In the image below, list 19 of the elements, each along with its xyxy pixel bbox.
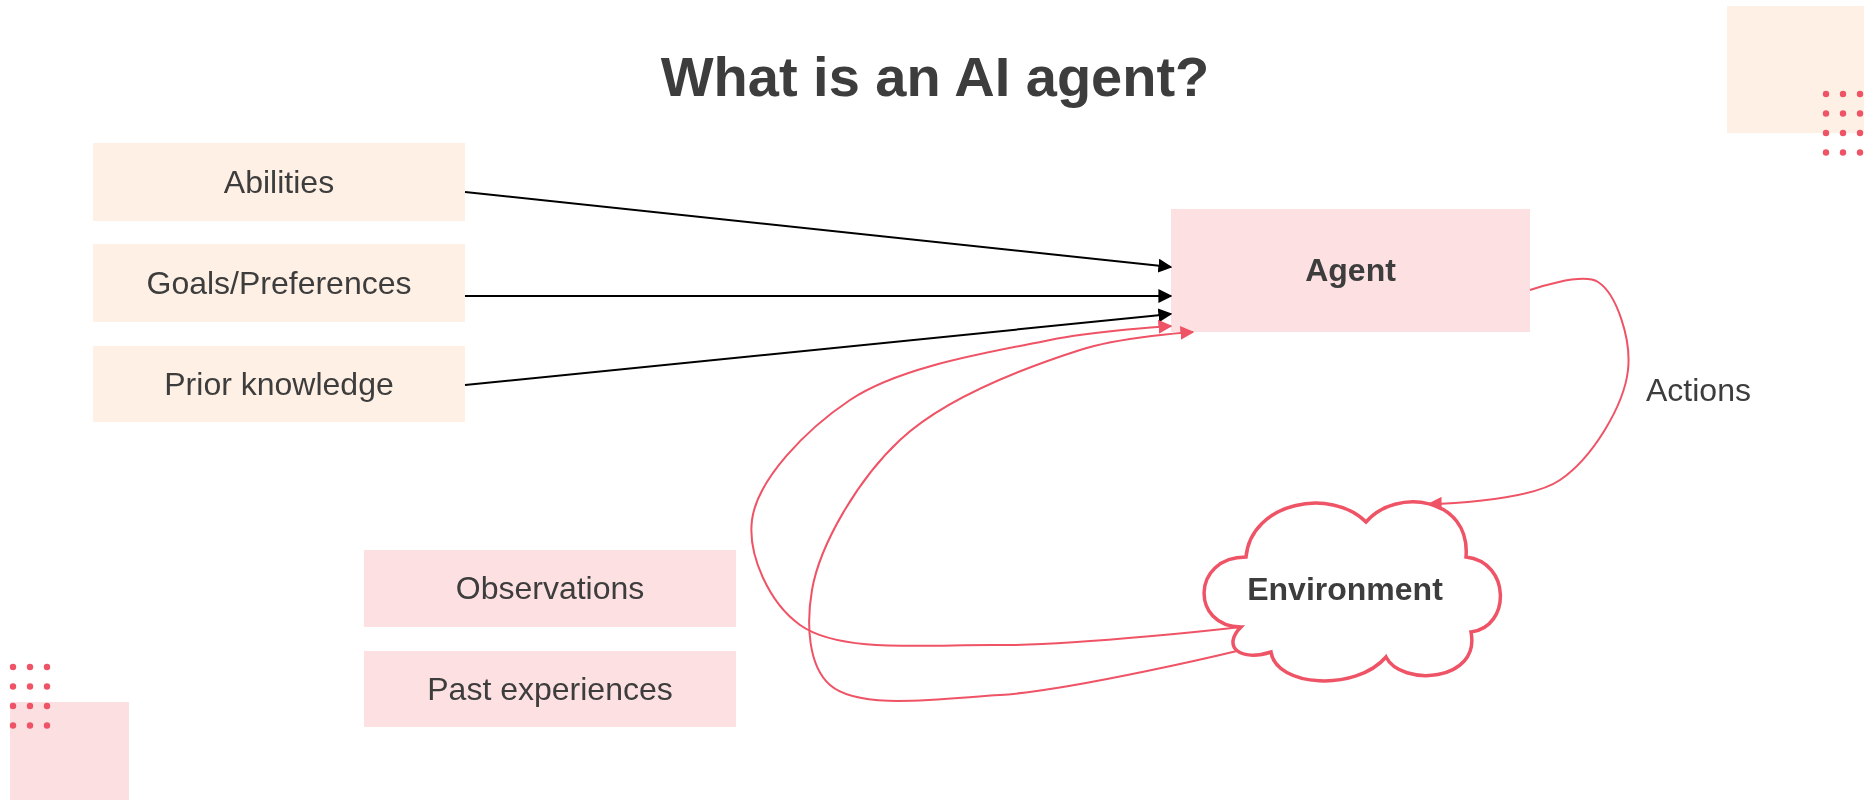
node-label: Environment: [1247, 570, 1443, 608]
input-box: [364, 651, 736, 727]
node-label: Past experiences: [427, 670, 673, 708]
input-box: [93, 143, 465, 221]
arrow: [1427, 277, 1630, 511]
input-box: [93, 346, 465, 422]
arrow: [464, 289, 1173, 303]
node-label: Observations: [455, 570, 645, 607]
node-label: Prior knowledge: [164, 365, 394, 403]
input-box: [364, 550, 736, 627]
node-label: Goals/Preferences: [146, 264, 412, 302]
title: What is an AI agent?: [659, 44, 1211, 109]
arrow: [808, 325, 1238, 702]
input-box: [93, 244, 465, 322]
agent-box: [1171, 209, 1530, 332]
arrow: [464, 308, 1173, 386]
node-label: Abilities: [223, 163, 335, 201]
arrow: [464, 191, 1173, 273]
node-label: Agent: [1305, 252, 1396, 289]
